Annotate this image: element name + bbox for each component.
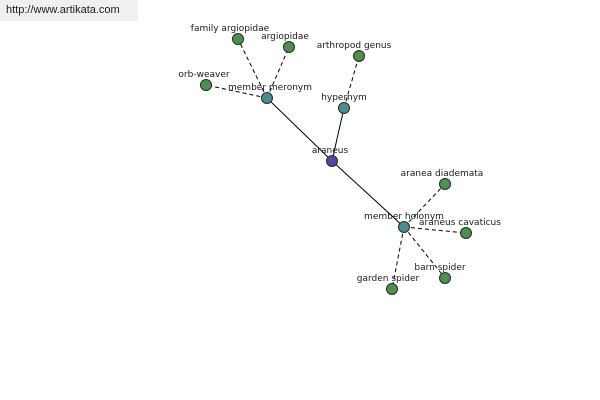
edge-member-holonym-to-araneus-cavaticus [403,226,467,234]
node-hypernym[interactable]: hypernym [321,93,367,114]
node-label-araneus: araneus [312,146,349,156]
node-member-holonym[interactable]: member holonym [364,212,444,233]
node-label-hypernym: hypernym [321,93,367,103]
node-label-aranea-diademata: aranea diademata [401,169,484,179]
edge-araneus-to-member-meronym [266,97,333,162]
edge-araneus-to-member-holonym [331,160,405,228]
node-arthropod-genus[interactable]: arthropod genus [317,41,392,62]
node-label-member-meronym: member meronym [228,83,312,93]
node-marker-family-argiopidae[interactable] [232,33,244,45]
edge-member-meronym-to-argiopidae [266,46,290,99]
node-marker-orb-weaver[interactable] [200,79,212,91]
node-marker-member-holonym[interactable] [398,221,410,233]
edge-member-meronym-to-orb-weaver [205,84,268,99]
edge-member-meronym-to-family-argiopidae [237,38,268,99]
edge-member-holonym-to-barn-spider [403,226,446,279]
node-marker-garden-spider[interactable] [386,283,398,295]
node-marker-barn-spider[interactable] [439,272,451,284]
node-label-family-argiopidae: family argiopidae [191,24,270,34]
node-barn-spider[interactable]: barn spider [414,263,466,284]
node-araneus[interactable]: araneus [312,146,349,167]
node-label-garden-spider: garden spider [357,274,420,284]
node-marker-argiopidae[interactable] [283,41,295,53]
node-label-member-holonym: member holonym [364,212,444,222]
node-araneus-cavaticus[interactable]: araneus cavaticus [419,218,501,239]
node-marker-hypernym[interactable] [338,102,350,114]
edge-member-holonym-to-garden-spider [391,226,405,290]
source-url-banner[interactable]: http://www.artikata.com [0,0,138,21]
graph-nodes: araneus member meronym hypernym member holo… [178,24,501,295]
node-label-argiopidae: argiopidae [261,32,309,42]
edge-hypernym-to-arthropod-genus [343,55,360,109]
edge-araneus-to-hypernym [331,107,345,162]
node-marker-araneus-cavaticus[interactable] [460,227,472,239]
node-garden-spider[interactable]: garden spider [357,274,420,295]
node-label-araneus-cavaticus: araneus cavaticus [419,218,501,228]
node-label-orb-weaver: orb-weaver [178,70,229,80]
graph-edges [205,38,467,290]
node-argiopidae[interactable]: argiopidae [261,32,309,53]
node-member-meronym[interactable]: member meronym [228,83,312,104]
node-marker-araneus[interactable] [326,155,338,167]
node-marker-arthropod-genus[interactable] [353,50,365,62]
node-marker-member-meronym[interactable] [261,92,273,104]
node-marker-aranea-diademata[interactable] [439,178,451,190]
node-label-arthropod-genus: arthropod genus [317,41,392,51]
node-family-argiopidae[interactable]: family argiopidae [191,24,270,45]
node-aranea-diademata[interactable]: aranea diademata [401,169,484,190]
node-label-barn-spider: barn spider [414,263,465,273]
edge-member-holonym-to-aranea-diademata [403,183,446,228]
node-orb-weaver[interactable]: orb-weaver [178,70,230,91]
